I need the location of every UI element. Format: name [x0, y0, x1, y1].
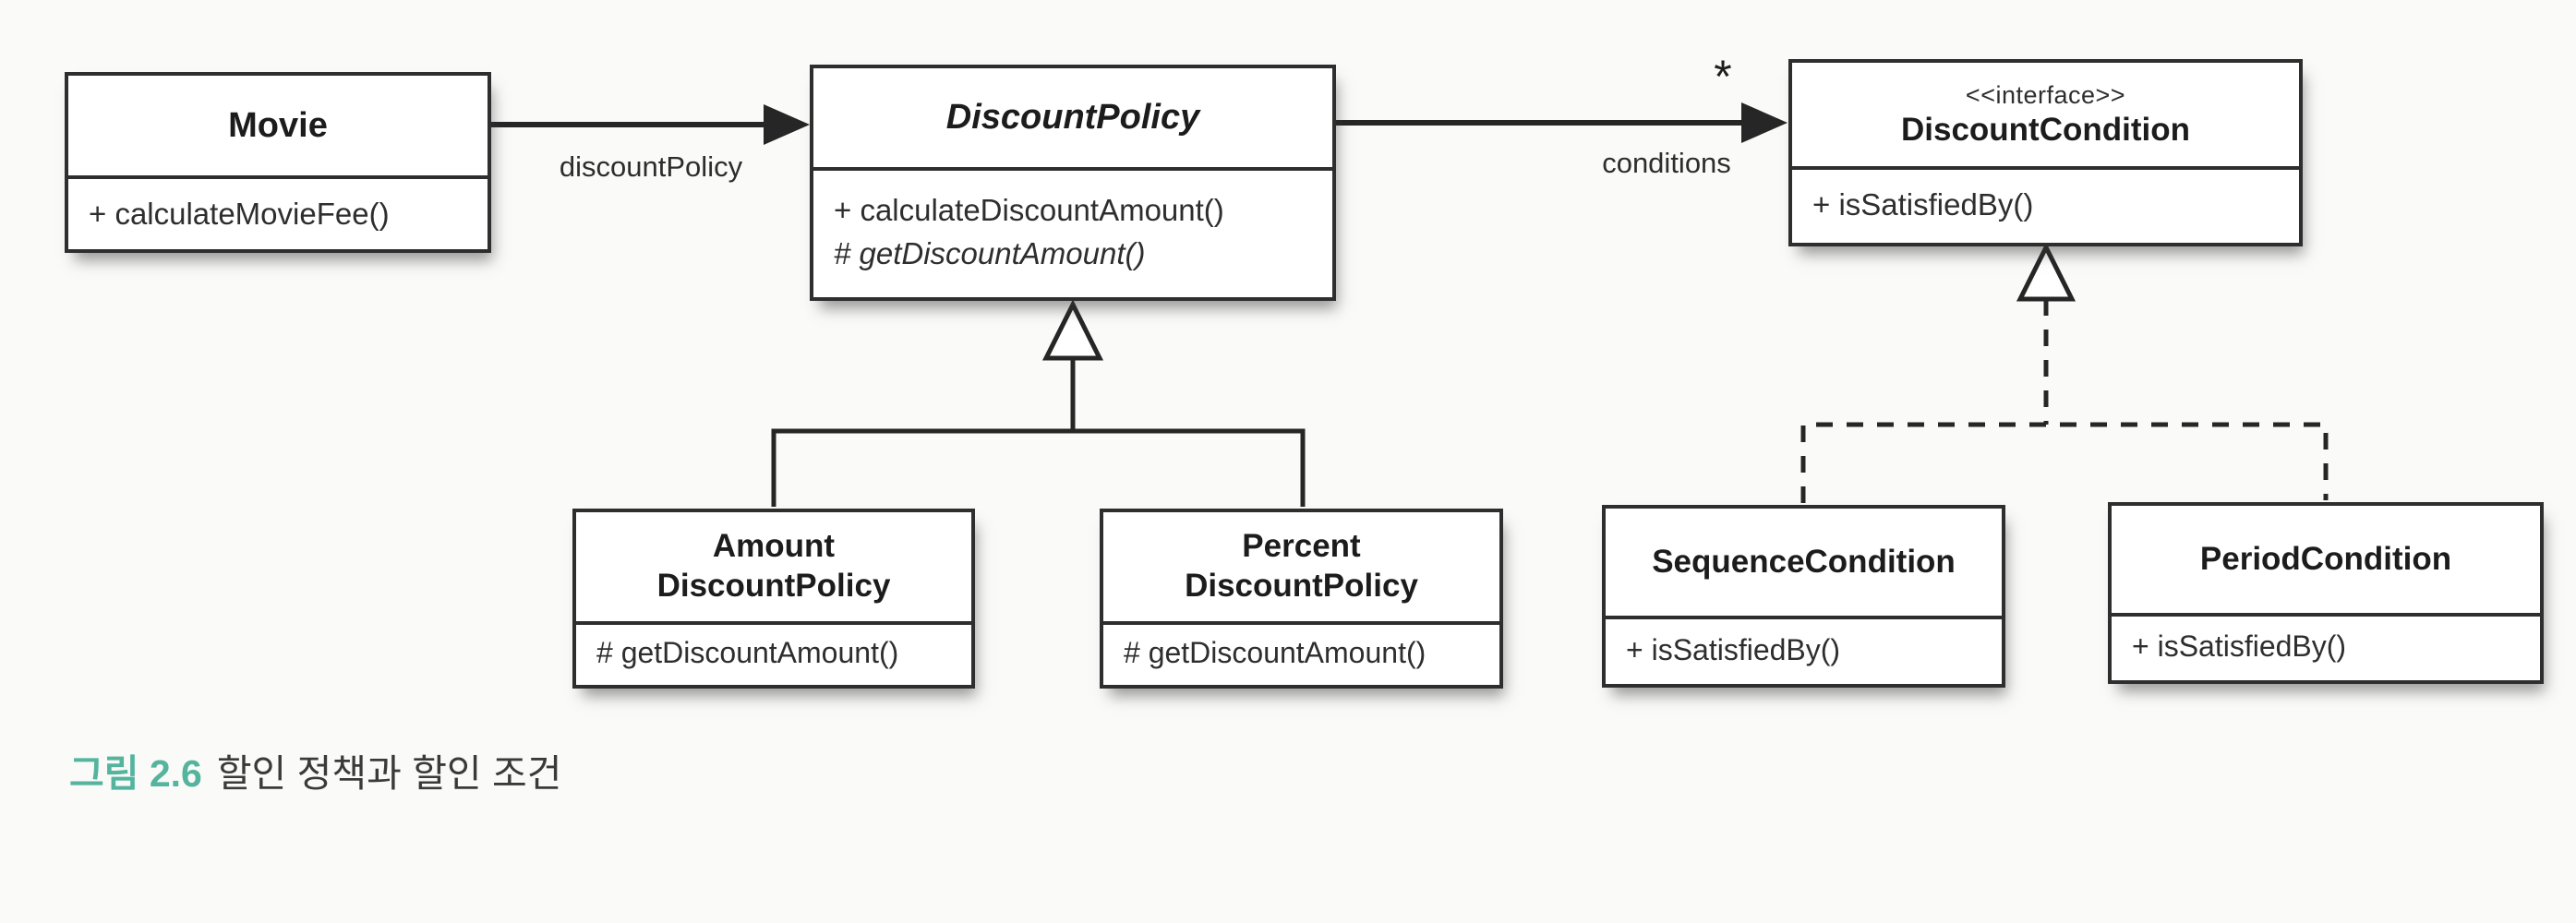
association-label-discount-policy: discountPolicy [559, 150, 743, 183]
method-get-discount-amount-abstract: # getDiscountAmount() [834, 236, 1146, 270]
association-multiplicity-star: * [1714, 51, 1732, 102]
class-title-compartment: Percent DiscountPolicy [1103, 512, 1499, 625]
figure-caption: 그림 2.6 할인 정책과 할인 조건 [69, 742, 561, 797]
interface-box-discount-condition: <<interface>> DiscountCondition + isSati… [1788, 59, 2303, 246]
class-title-compartment: <<interface>> DiscountCondition [1792, 63, 2299, 170]
class-name-amount-line1: Amount [712, 528, 836, 565]
method-is-satisfied-by: + isSatisfiedBy() [2132, 629, 2347, 663]
generalization-triangle-icon [1041, 299, 1104, 361]
method-is-satisfied-by: + isSatisfiedBy() [1812, 186, 2034, 222]
class-name-movie: Movie [228, 105, 328, 145]
association-movie-discountpolicy-arrowhead-icon [764, 104, 810, 145]
method-calculate-discount-amount: + calculateDiscountAmount() [834, 193, 1224, 227]
class-title-compartment: PeriodCondition [2112, 506, 2540, 617]
realization-branch-line [1800, 422, 2329, 503]
realization-triangle-icon [2016, 242, 2076, 302]
class-box-discount-policy: DiscountPolicy + calculateDiscountAmount… [810, 65, 1336, 301]
class-methods-compartment: + isSatisfiedBy() [1606, 619, 2002, 680]
association-label-conditions: conditions [1602, 147, 1731, 179]
class-methods-compartment: + isSatisfiedBy() [1792, 170, 2299, 239]
method-get-discount-amount: # getDiscountAmount() [1124, 636, 1426, 669]
class-name-discount-policy: DiscountPolicy [945, 98, 1200, 138]
class-name-sequence-condition: SequenceCondition [1652, 543, 1956, 580]
class-name-percent-line1: Percent [1242, 528, 1361, 565]
class-name-percent-line2: DiscountPolicy [1185, 568, 1418, 604]
interface-name-discount-condition: DiscountCondition [1900, 112, 2190, 149]
class-box-percent-discount-policy: Percent DiscountPolicy # getDiscountAmou… [1100, 509, 1503, 689]
class-box-period-condition: PeriodCondition + isSatisfiedBy() [2108, 502, 2544, 684]
figure-caption-text: 할인 정책과 할인 조건 [216, 752, 562, 795]
generalization-branch-line [771, 428, 1306, 507]
class-name-period-condition: PeriodCondition [2199, 540, 2452, 577]
class-name-amount-line2: DiscountPolicy [656, 568, 891, 604]
method-calculate-movie-fee: + calculateMovieFee() [89, 197, 390, 231]
interface-stereotype: <<interface>> [1965, 81, 2126, 110]
class-title-compartment: Movie [68, 76, 488, 179]
class-methods-compartment: # getDiscountAmount() [1103, 625, 1499, 681]
method-is-satisfied-by: + isSatisfiedBy() [1626, 632, 1841, 666]
class-methods-compartment: + calculateMovieFee() [68, 179, 488, 249]
class-title-compartment: Amount DiscountPolicy [576, 512, 971, 625]
class-methods-compartment: + isSatisfiedBy() [2112, 617, 2540, 677]
class-box-amount-discount-policy: Amount DiscountPolicy # getDiscountAmoun… [572, 509, 975, 689]
class-title-compartment: DiscountPolicy [813, 68, 1332, 171]
association-discountpolicy-discountcondition-arrowhead-icon [1741, 102, 1788, 143]
class-methods-compartment: + calculateDiscountAmount() # getDiscoun… [813, 171, 1332, 294]
class-box-sequence-condition: SequenceCondition + isSatisfiedBy() [1602, 505, 2005, 688]
method-get-discount-amount: # getDiscountAmount() [596, 636, 899, 669]
class-box-movie: Movie + calculateMovieFee() [65, 72, 491, 253]
class-methods-compartment: # getDiscountAmount() [576, 625, 971, 681]
figure-caption-number: 그림 2.6 [69, 752, 202, 795]
class-title-compartment: SequenceCondition [1606, 509, 2002, 619]
